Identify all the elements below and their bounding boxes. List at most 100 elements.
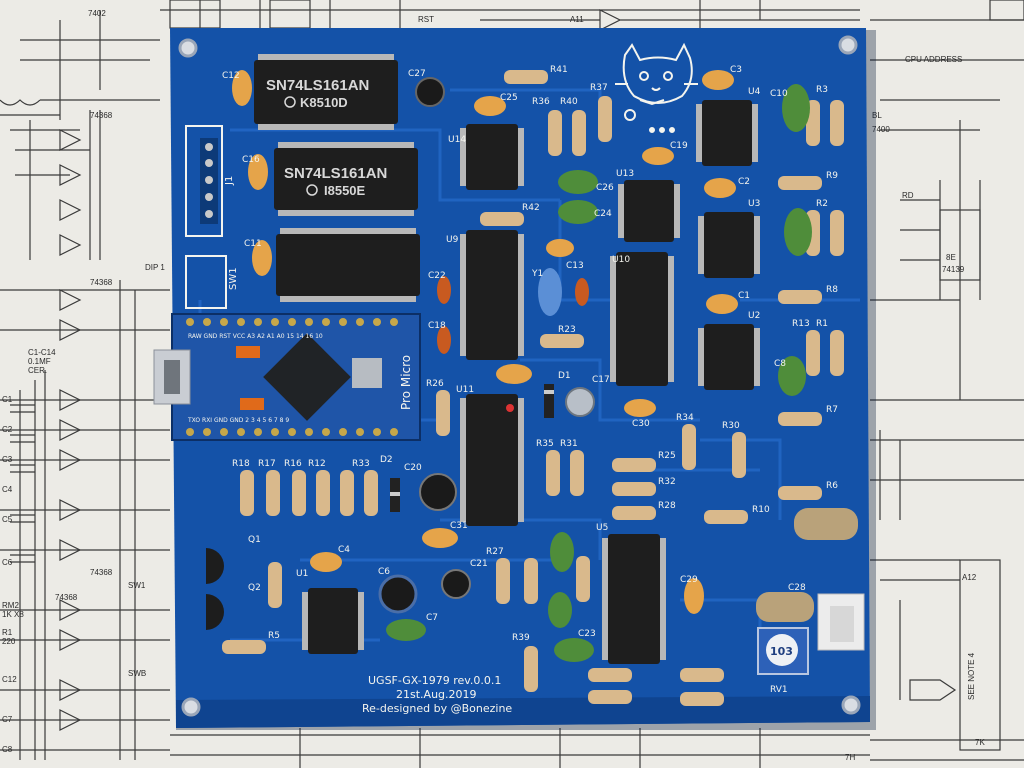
label-r10: R10: [752, 505, 770, 515]
schem-rm2: RM2: [2, 601, 19, 610]
ic-u5: [608, 534, 660, 664]
schem-rm2-val: 1K X8: [2, 610, 24, 619]
schem-r1: R1: [2, 628, 13, 637]
label-c2: C2: [738, 177, 750, 187]
schem-c8: C8: [2, 745, 13, 754]
ic-u9: [466, 230, 518, 360]
label-r6: R6: [826, 481, 838, 491]
schem-sw1: SW1: [128, 581, 146, 590]
label-c12: C12: [222, 71, 240, 81]
schem-label-7402: 7402: [88, 9, 106, 18]
transistors: [206, 548, 224, 630]
schem-dip: DIP 1: [145, 263, 165, 272]
ic-u8-line1: SN74LS161AN: [266, 77, 369, 94]
label-c7: C7: [426, 613, 438, 623]
diodes: [390, 384, 554, 512]
schem-label-74368-d: 74368: [55, 593, 78, 602]
schem-c6: C6: [2, 558, 13, 567]
label-d2: D2: [380, 455, 393, 465]
label-c17: C17: [592, 375, 610, 385]
label-r35: R35: [536, 439, 554, 449]
label-c19: C19: [670, 141, 688, 151]
ic-vertical-group: [308, 100, 754, 664]
pro-micro-module: RAW GND RST VCC A3 A2 A1 A0 15 14 16 10 …: [153, 313, 421, 441]
label-r5: R5: [268, 631, 280, 641]
label-c28: C28: [788, 583, 806, 593]
label-r2: R2: [816, 199, 828, 209]
schem-7h: 7H: [845, 753, 855, 762]
label-u11: U11: [456, 385, 474, 395]
ic-pins-large: [258, 54, 416, 302]
label-r40: R40: [560, 97, 578, 107]
label-r31: R31: [560, 439, 578, 449]
reference-labels: U14 U9 U11 U10 U13 U4 U3 U2 U5 U1 R41 R4…: [222, 65, 838, 643]
ic-u3: [704, 212, 754, 278]
label-c20: C20: [404, 463, 422, 473]
ic-u11: [466, 394, 518, 526]
ic-vertical-pins: [302, 104, 760, 660]
schem-8e: 8E: [946, 253, 956, 262]
schem-a11: A11: [570, 15, 584, 24]
schem-c2: C2: [2, 425, 13, 434]
board-date: 21st.Aug.2019: [396, 688, 477, 701]
ic-u1: [308, 588, 358, 654]
ic-u13: [624, 180, 674, 242]
label-c23: C23: [578, 629, 596, 639]
capacitors-small-orange: [437, 276, 589, 354]
board-credit: Re-designed by @Bonezine: [362, 702, 512, 715]
ic-u12-line2: I8550E: [324, 183, 366, 198]
capacitors-film-green: [386, 84, 812, 662]
label-q2: Q2: [248, 583, 261, 593]
crystal: [352, 358, 382, 388]
label-r32: R32: [658, 477, 676, 487]
schem-7400: 7400: [872, 125, 890, 134]
label-u13: U13: [616, 169, 634, 179]
label-r13: R13: [792, 319, 810, 329]
schem-c5: C5: [2, 515, 13, 524]
pro-micro-label: Pro Micro: [399, 355, 413, 410]
connector-j1: J1: [185, 125, 235, 237]
label-j1: J1: [224, 176, 235, 186]
label-r1: R1: [816, 319, 828, 329]
label-c21: C21: [470, 559, 488, 569]
label-u5: U5: [596, 523, 608, 533]
schem-r1-val: 220: [2, 637, 16, 646]
schem-label-74368-b: 74368: [90, 278, 113, 287]
label-r30: R30: [722, 421, 740, 431]
label-r39: R39: [512, 633, 530, 643]
board-text: UGSF-GX-1979 rev.0.0.1 21st.Aug.2019 Re-…: [362, 674, 512, 715]
label-c24: C24: [594, 209, 612, 219]
label-r9: R9: [826, 171, 838, 181]
label-r16: R16: [284, 459, 302, 469]
label-d1: D1: [558, 371, 571, 381]
label-r37: R37: [590, 83, 608, 93]
ic-u7: [276, 234, 420, 296]
label-r41: R41: [550, 65, 568, 75]
label-c16: C16: [242, 155, 260, 165]
label-c10: C10: [770, 89, 788, 99]
label-c1: C1: [738, 291, 750, 301]
schem-7k: 7K: [975, 738, 985, 747]
schem-see-note: SEE NOTE 4: [967, 652, 976, 700]
ic-u12-line1: SN74LS161AN: [284, 165, 387, 182]
label-r8: R8: [826, 285, 838, 295]
label-r12: R12: [308, 459, 326, 469]
trimmer-value: 103: [770, 645, 793, 658]
label-c18: C18: [428, 321, 446, 331]
label-r33: R33: [352, 459, 370, 469]
schem-label-74368-c: 74368: [90, 568, 113, 577]
capacitors-ceramic: [232, 70, 738, 614]
label-c30: C30: [632, 419, 650, 429]
capacitors-electrolytic: [378, 77, 595, 614]
pro-micro-pins-top: RAW GND RST VCC A3 A2 A1 A0 15 14 16 10: [188, 333, 323, 340]
label-c31: C31: [450, 521, 468, 531]
crystal-y1: [538, 268, 562, 316]
connector-header-white: [817, 593, 865, 651]
capacitors-tan-disc: [756, 508, 858, 622]
schem-cap-type: CER.: [28, 366, 47, 375]
label-r26: R26: [426, 379, 444, 389]
label-u3: U3: [748, 199, 760, 209]
cat-logo: [615, 42, 698, 133]
schem-cap-value: 0.1MF: [28, 357, 51, 366]
